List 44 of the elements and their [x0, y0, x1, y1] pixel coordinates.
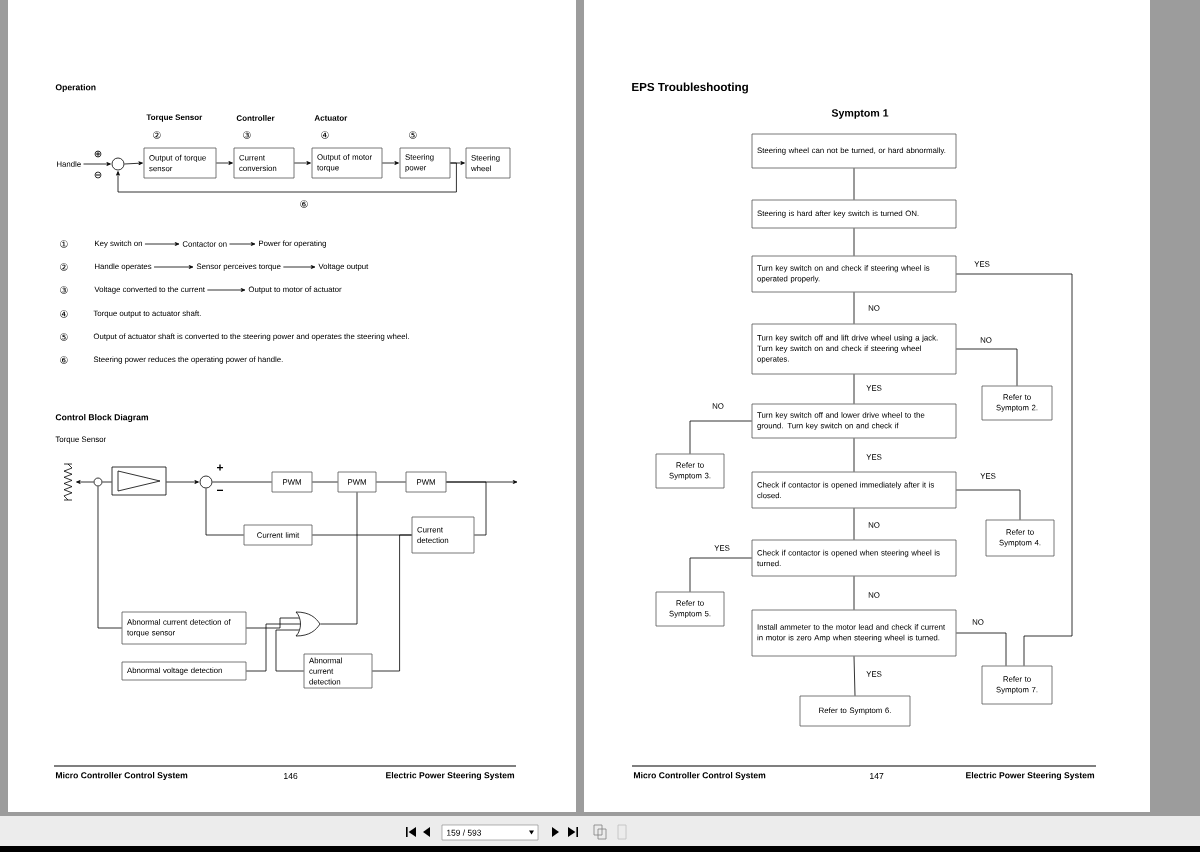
connector-line — [853, 168, 855, 200]
connector-line — [312, 481, 338, 483]
connector-line — [853, 576, 855, 610]
connector-line — [853, 292, 855, 324]
connector-line — [246, 617, 300, 629]
connector-line — [320, 492, 358, 625]
connector-line — [956, 632, 1007, 666]
summing-junction — [199, 475, 213, 489]
connector-line — [956, 273, 1073, 666]
connector-line — [205, 488, 244, 536]
connector-line — [275, 629, 304, 672]
connector-line — [246, 623, 301, 672]
arrow — [382, 161, 399, 165]
connector-line — [689, 557, 752, 592]
connector-line — [853, 656, 856, 696]
arrow — [144, 242, 180, 246]
connector-line — [956, 489, 1021, 520]
summing-junction — [111, 157, 125, 171]
arrow — [282, 265, 316, 269]
or-gate-symbol — [295, 611, 321, 637]
connector-line — [212, 481, 272, 483]
arrow — [116, 162, 457, 193]
connector-line — [446, 481, 487, 536]
connector-line — [97, 486, 122, 629]
connector-line — [376, 481, 406, 483]
arrow — [216, 161, 233, 165]
connector-line — [956, 348, 1018, 386]
arrow — [124, 161, 143, 166]
coil-symbol — [63, 463, 73, 501]
amplifier-symbol — [111, 466, 167, 496]
connector-line — [853, 228, 855, 256]
arrow — [229, 242, 256, 246]
connector-line — [372, 534, 412, 672]
arrow — [207, 288, 246, 292]
arrow — [83, 162, 111, 166]
connector-line — [689, 420, 752, 454]
connector-line — [853, 438, 855, 472]
arrow — [76, 480, 94, 484]
connector-line — [853, 508, 855, 540]
arrow — [294, 161, 311, 165]
connector-line — [102, 481, 112, 483]
arrow — [166, 480, 199, 484]
connector-line — [853, 374, 855, 404]
arrow — [153, 265, 194, 269]
